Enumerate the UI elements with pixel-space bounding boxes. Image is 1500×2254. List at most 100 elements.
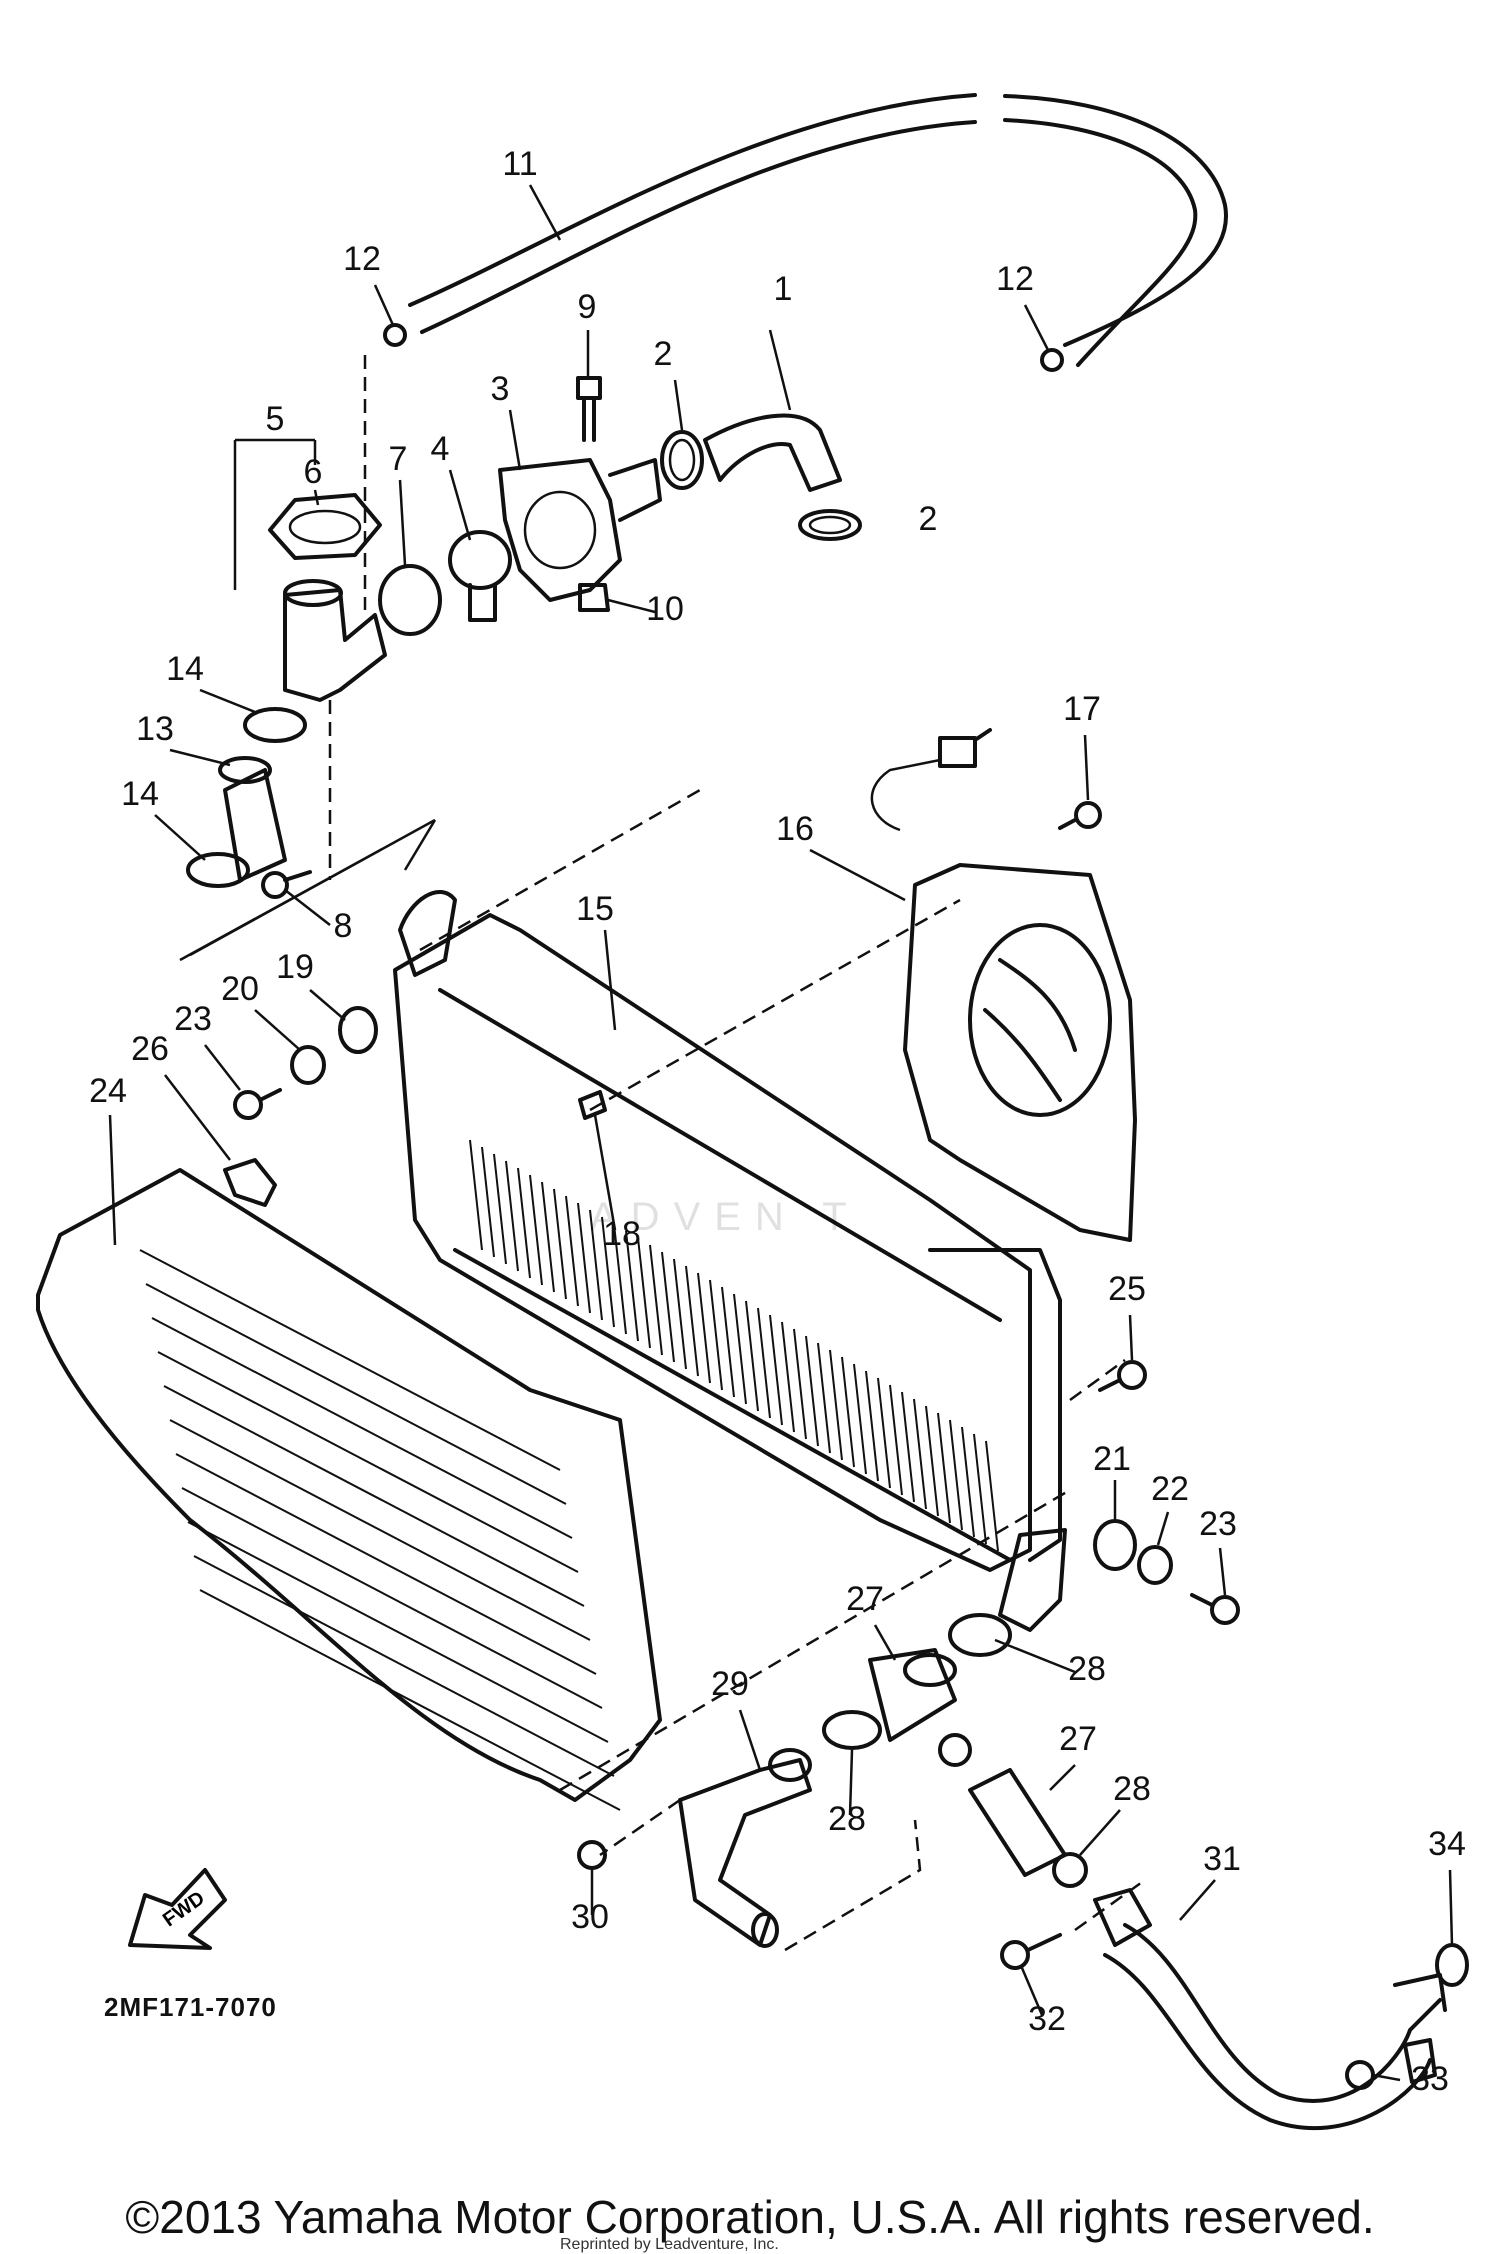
- radiator-fin: [565, 1195, 579, 1307]
- leader-line: [593, 1114, 617, 1231]
- radiator-fin: [937, 1412, 951, 1524]
- overflow-hose: [408, 93, 1228, 367]
- cover-louver: [199, 1589, 621, 1811]
- leader-line: [1128, 1314, 1134, 1361]
- hose-clamp-side: [798, 509, 862, 541]
- damper-26: [223, 1158, 277, 1207]
- leader-line: [1218, 1547, 1227, 1596]
- plug-10: [578, 583, 610, 612]
- bolt-23-left: [233, 1088, 282, 1120]
- callout-29: 29: [711, 1665, 749, 1703]
- bolt-33: [1345, 2060, 1375, 2090]
- leader-line: [673, 379, 684, 431]
- cover-louver: [139, 1249, 561, 1471]
- leader-line: [448, 469, 472, 541]
- callout-26: 26: [131, 1030, 169, 1068]
- hose-clip-right: [1040, 348, 1064, 372]
- o-ring-34: [1435, 1943, 1469, 1987]
- bolt-9: [576, 376, 602, 442]
- callout-8: 8: [334, 907, 353, 945]
- leader-line: [313, 489, 320, 506]
- diagram-code: 2MF171-7070: [104, 1992, 277, 2022]
- hose-clip-left: [383, 323, 407, 347]
- callout-32: 32: [1028, 2000, 1066, 2038]
- callout-10: 10: [646, 590, 684, 628]
- callout-14: 14: [121, 775, 159, 813]
- lower-outlet-neck: [998, 1528, 1067, 1632]
- callout-28: 28: [1113, 1770, 1151, 1808]
- callout-20: 20: [221, 970, 259, 1008]
- radiator-fin: [745, 1300, 759, 1412]
- cover-louver: [187, 1521, 609, 1743]
- collar-20: [290, 1045, 326, 1085]
- radiator-fin: [817, 1342, 831, 1454]
- clamp-14-bottom: [186, 852, 250, 888]
- callout-23: 23: [174, 1000, 212, 1038]
- leader-line: [603, 929, 617, 1031]
- radiator-fin: [877, 1377, 891, 1489]
- radiator-fin: [841, 1356, 855, 1468]
- fwd-arrow: FWD: [128, 1868, 227, 1950]
- cover-louver: [163, 1385, 585, 1607]
- thermostat: [448, 530, 512, 622]
- callout-33: 33: [1411, 2060, 1449, 2098]
- callout-15: 15: [576, 890, 614, 928]
- leader-line: [309, 989, 346, 1021]
- radiator-fin: [769, 1314, 783, 1426]
- clamp-28-mid: [822, 1710, 882, 1750]
- radiator-fin: [673, 1258, 687, 1370]
- o-ring: [378, 564, 442, 636]
- callout-4: 4: [431, 430, 450, 468]
- radiator-fin: [709, 1279, 723, 1391]
- callout-5: 5: [266, 400, 285, 438]
- radiator-fin: [925, 1405, 939, 1517]
- radiator-fin: [589, 1209, 603, 1321]
- leader-line: [1372, 2073, 1401, 2082]
- callout-14: 14: [166, 650, 204, 688]
- leader-line: [1023, 304, 1050, 351]
- leader-line: [1079, 1809, 1121, 1856]
- leader-line: [1083, 734, 1090, 801]
- callout-13: 13: [136, 710, 174, 748]
- radiator-fin: [601, 1216, 615, 1328]
- cover-louver: [169, 1419, 591, 1641]
- callout-2: 2: [654, 335, 673, 373]
- callout-9: 9: [578, 288, 597, 326]
- radiator-fin: [889, 1384, 903, 1496]
- leader-line: [994, 1638, 1076, 1674]
- callout-2: 2: [919, 500, 938, 538]
- radiator-fin: [781, 1321, 795, 1433]
- callout-30: 30: [571, 1898, 609, 1936]
- leader-line: [768, 329, 792, 411]
- cover-louver: [181, 1487, 603, 1709]
- radiator-fin: [613, 1223, 627, 1335]
- callout-22: 22: [1151, 1470, 1189, 1508]
- leader-line: [108, 1114, 117, 1246]
- cover-louver: [175, 1453, 597, 1675]
- radiator-fin: [493, 1153, 507, 1265]
- leader-line: [607, 598, 656, 614]
- leader-line: [1020, 1967, 1044, 2016]
- radiator-core: [393, 889, 1062, 1572]
- cooling-fan: [870, 728, 1137, 1242]
- reprint-note: Reprinted by Leadventure, Inc.: [560, 2236, 779, 2253]
- bolt-32: [1000, 1933, 1062, 1970]
- radiator-fin: [553, 1188, 567, 1300]
- hose-clamp-upper: [660, 430, 704, 490]
- callout-12: 12: [343, 240, 381, 278]
- leader-line: [204, 1044, 241, 1091]
- cover-louver: [157, 1351, 579, 1573]
- hose-27-upper: [868, 1648, 957, 1742]
- radiator-fin: [625, 1230, 639, 1342]
- radiator-fin: [913, 1398, 927, 1510]
- callout-16: 16: [776, 810, 814, 848]
- radiator-fin: [529, 1174, 543, 1286]
- callout-27: 27: [1059, 1720, 1097, 1758]
- leader-line: [1179, 1879, 1216, 1921]
- clamp-28-upper: [948, 1613, 1012, 1657]
- leader-line: [398, 479, 407, 566]
- callout-21: 21: [1093, 1440, 1131, 1478]
- radiator-fin: [757, 1307, 771, 1419]
